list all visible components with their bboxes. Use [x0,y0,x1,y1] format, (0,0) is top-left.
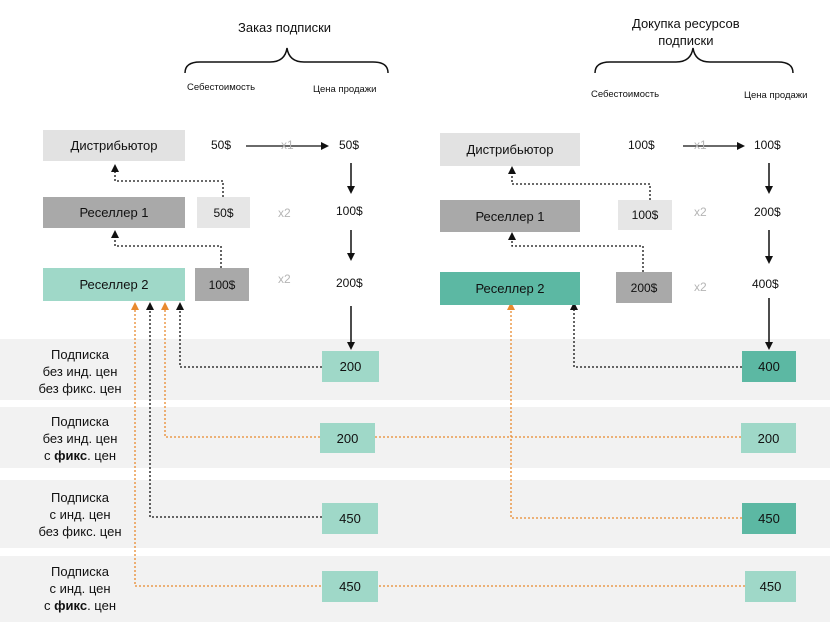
row2-line3-bold: фикс [54,448,88,463]
row4-line3-c: . цен [87,598,116,613]
right-price-header: Цена продажи [744,90,808,101]
right-title: Докупка ресурсов подписки [632,15,740,49]
row-label-2: Подписка без инд. цен с фикс. цен [0,413,160,464]
row-label-3: Подписка с инд. цен без фикс. цен [0,489,160,540]
left-title: Заказ подписки [238,20,332,35]
left-row3-price: 450 [322,503,378,534]
row3-line3-a: без фикс. цен [38,524,122,539]
right-title-line1: Докупка ресурсов [632,16,740,31]
row4-line2: с инд. цен [49,581,111,596]
left-distributor-box: Дистрибьютор [43,130,185,161]
row-band-4 [0,556,830,622]
row2-line3-c: . цен [87,448,116,463]
right-row1-price: 400 [742,351,796,382]
right-reseller2-cost: 200$ [616,272,672,303]
row-label-1: Подписка без инд. цен без фикс. цен [0,346,160,397]
left-multiplier-2: x2 [278,206,291,220]
left-title-brace [184,47,389,74]
row1-line3: без фикс. цен [0,380,160,397]
right-reseller1-box: Реселлер 1 [440,200,580,232]
right-row4-price: 450 [745,571,796,602]
right-distributor-box: Дистрибьютор [440,133,580,166]
row1-line2: без инд. цен [42,364,118,379]
row-band-1 [0,339,830,400]
left-cost-header: Себестоимость [187,82,256,93]
left-price-reseller1: 100$ [336,204,363,218]
left-price-reseller2: 200$ [336,276,363,290]
left-reseller1-cost: 50$ [197,197,250,228]
row-label-4: Подписка с инд. цен с фикс. цен [0,563,160,614]
row2-line3: с фикс. цен [0,447,160,464]
row2-line3-a: с [44,448,55,463]
row3-line1: Подписка [51,490,109,505]
right-price-distributor: 100$ [754,138,781,152]
right-title-brace [594,47,794,74]
left-row4-price: 450 [322,571,378,602]
row3-line3: без фикс. цен [0,523,160,540]
right-multiplier-1: x1 [694,138,707,152]
row4-line3-bold: фикс [54,598,88,613]
right-row2-price: 200 [741,423,796,453]
right-reseller1-cost: 100$ [618,200,672,230]
right-title-line2: подписки [658,33,714,48]
left-reseller2-box: Реселлер 2 [43,268,185,301]
left-multiplier-1: x1 [281,138,294,152]
right-price-reseller2: 400$ [752,277,779,291]
left-reseller2-cost: 100$ [195,268,249,301]
row3-line2: с инд. цен [49,507,111,522]
row4-line3: с фикс. цен [0,597,160,614]
row1-line1: Подписка [51,347,109,362]
left-row2-price: 200 [320,423,375,453]
row1-line3-a: без фикс. цен [38,381,122,396]
left-distributor-cost: 50$ [211,138,232,152]
right-price-reseller1: 200$ [754,205,781,219]
row4-line3-a: с [44,598,55,613]
left-multiplier-3: x2 [278,272,291,286]
row4-line1: Подписка [51,564,109,579]
row2-line1: Подписка [51,414,109,429]
left-reseller1-box: Реселлер 1 [43,197,185,228]
right-row3-price: 450 [742,503,796,534]
row2-line2: без инд. цен [42,431,118,446]
left-row1-price: 200 [322,351,379,382]
left-price-header: Цена продажи [313,84,377,95]
right-reseller2-box: Реселлер 2 [440,272,580,305]
right-cost-header: Себестоимость [591,89,660,100]
right-multiplier-2: x2 [694,205,707,219]
left-price-distributor: 50$ [339,138,360,152]
right-multiplier-3: x2 [694,280,707,294]
row-band-3 [0,480,830,548]
right-distributor-cost: 100$ [628,138,655,152]
